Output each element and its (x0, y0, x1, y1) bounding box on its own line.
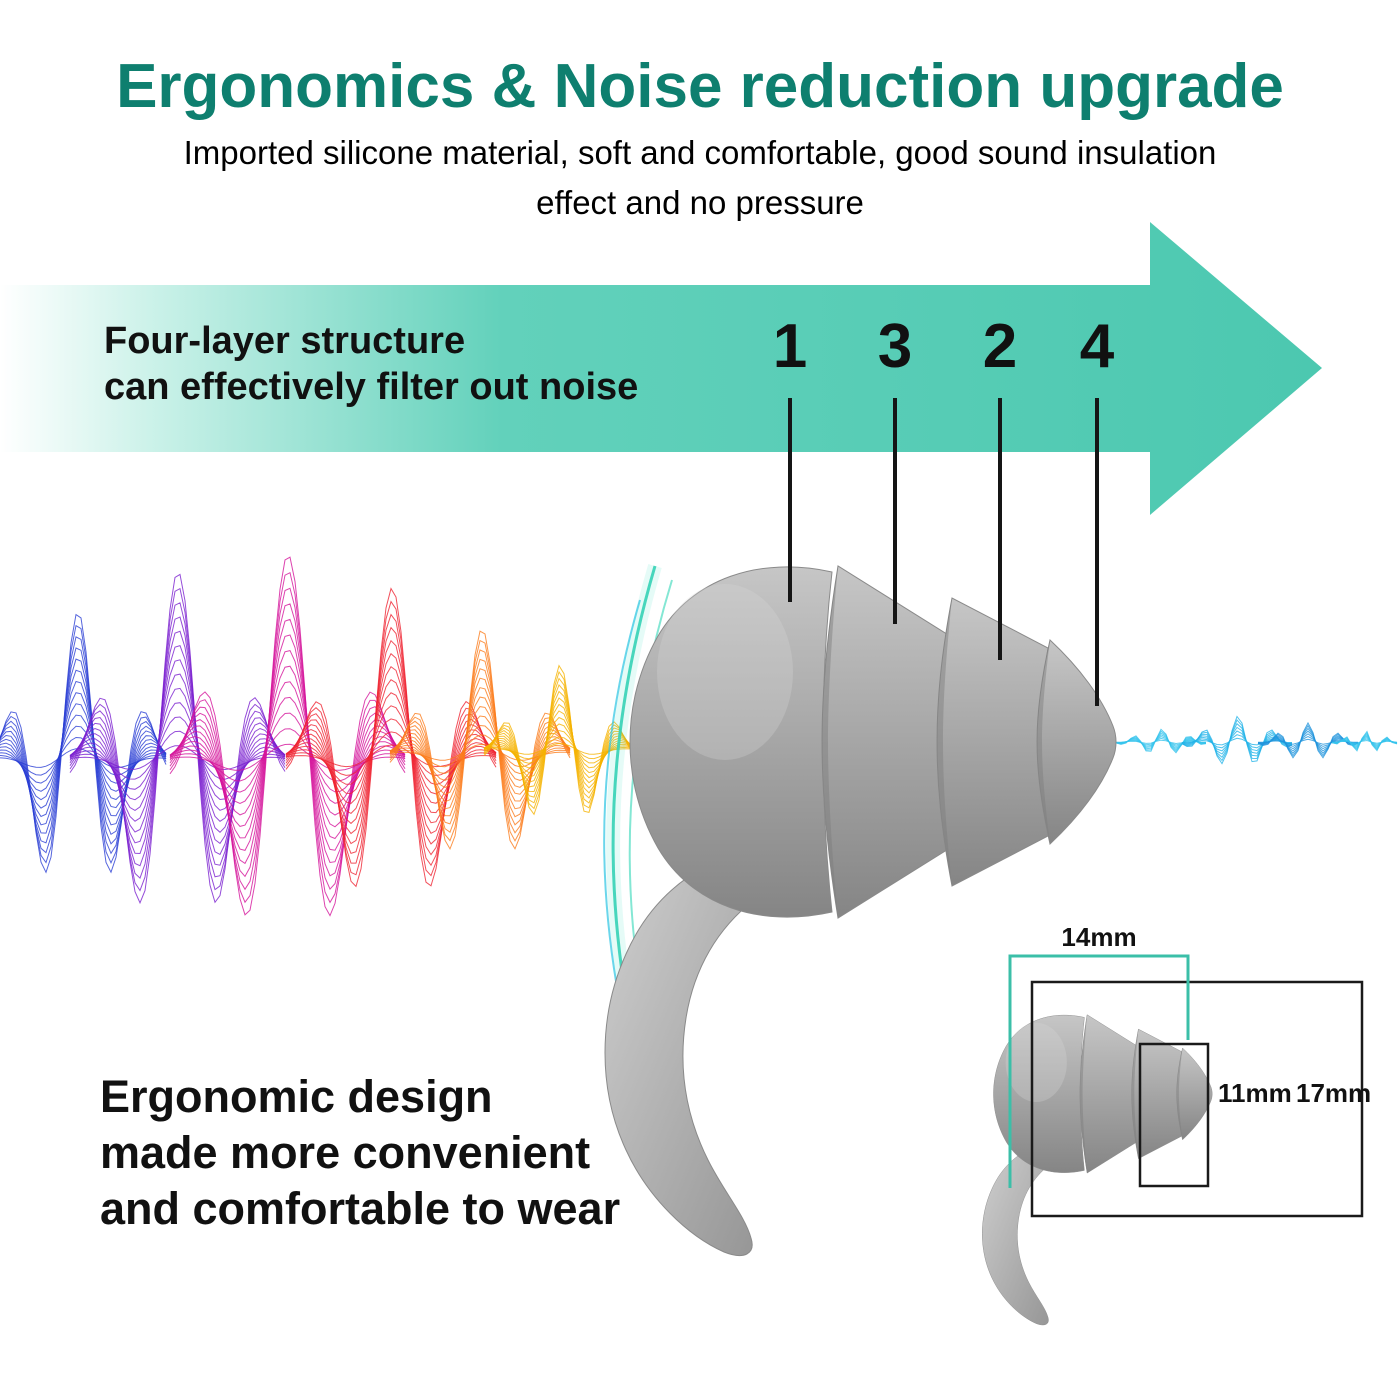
dimension-label-14mm: 14mm (1061, 922, 1137, 952)
subtitle-line-1: Imported silicone material, soft and com… (183, 134, 1217, 171)
layer-label-3: 3 (877, 312, 913, 381)
ergonomic-note-line-3: and comfortable to wear (100, 1183, 621, 1234)
dimension-label-11mm: 11mm (1218, 1078, 1292, 1108)
earplug-layer-2 (936, 597, 1049, 887)
layer-pointer-lines (788, 398, 1099, 706)
layer-label-4: 4 (1079, 312, 1115, 381)
dimension-box-17mm (1030, 980, 1364, 1218)
flow-arrow (0, 222, 1322, 515)
page-title: Ergonomics & Noise reduction upgrade (116, 52, 1284, 121)
dimension-bracket-14mm (1008, 954, 1190, 1188)
earplug-layer-3 (821, 565, 951, 919)
ergonomic-note-line-2: made more convenient (100, 1127, 591, 1178)
ergonomic-note-line-1: Ergonomic design (100, 1071, 493, 1122)
subtitle-line-2: effect and no pressure (536, 184, 864, 221)
earplug-small (982, 1014, 1213, 1326)
dimension-box-11mm (1138, 1042, 1210, 1188)
dimension-annotations (1008, 954, 1364, 1218)
dimension-label-17mm: 17mm (1296, 1078, 1372, 1108)
layer-label-2: 2 (982, 312, 1018, 381)
earplug-layer-4 (1036, 639, 1117, 845)
layer-label-1: 1 (772, 312, 808, 381)
sound-wave-left (0, 556, 635, 917)
arrow-banner-line-2: can effectively filter out noise (104, 366, 639, 408)
arrow-banner-line-1: Four-layer structure (104, 320, 466, 362)
earplug-large (604, 565, 1117, 1256)
sound-wave-right (1115, 715, 1398, 765)
